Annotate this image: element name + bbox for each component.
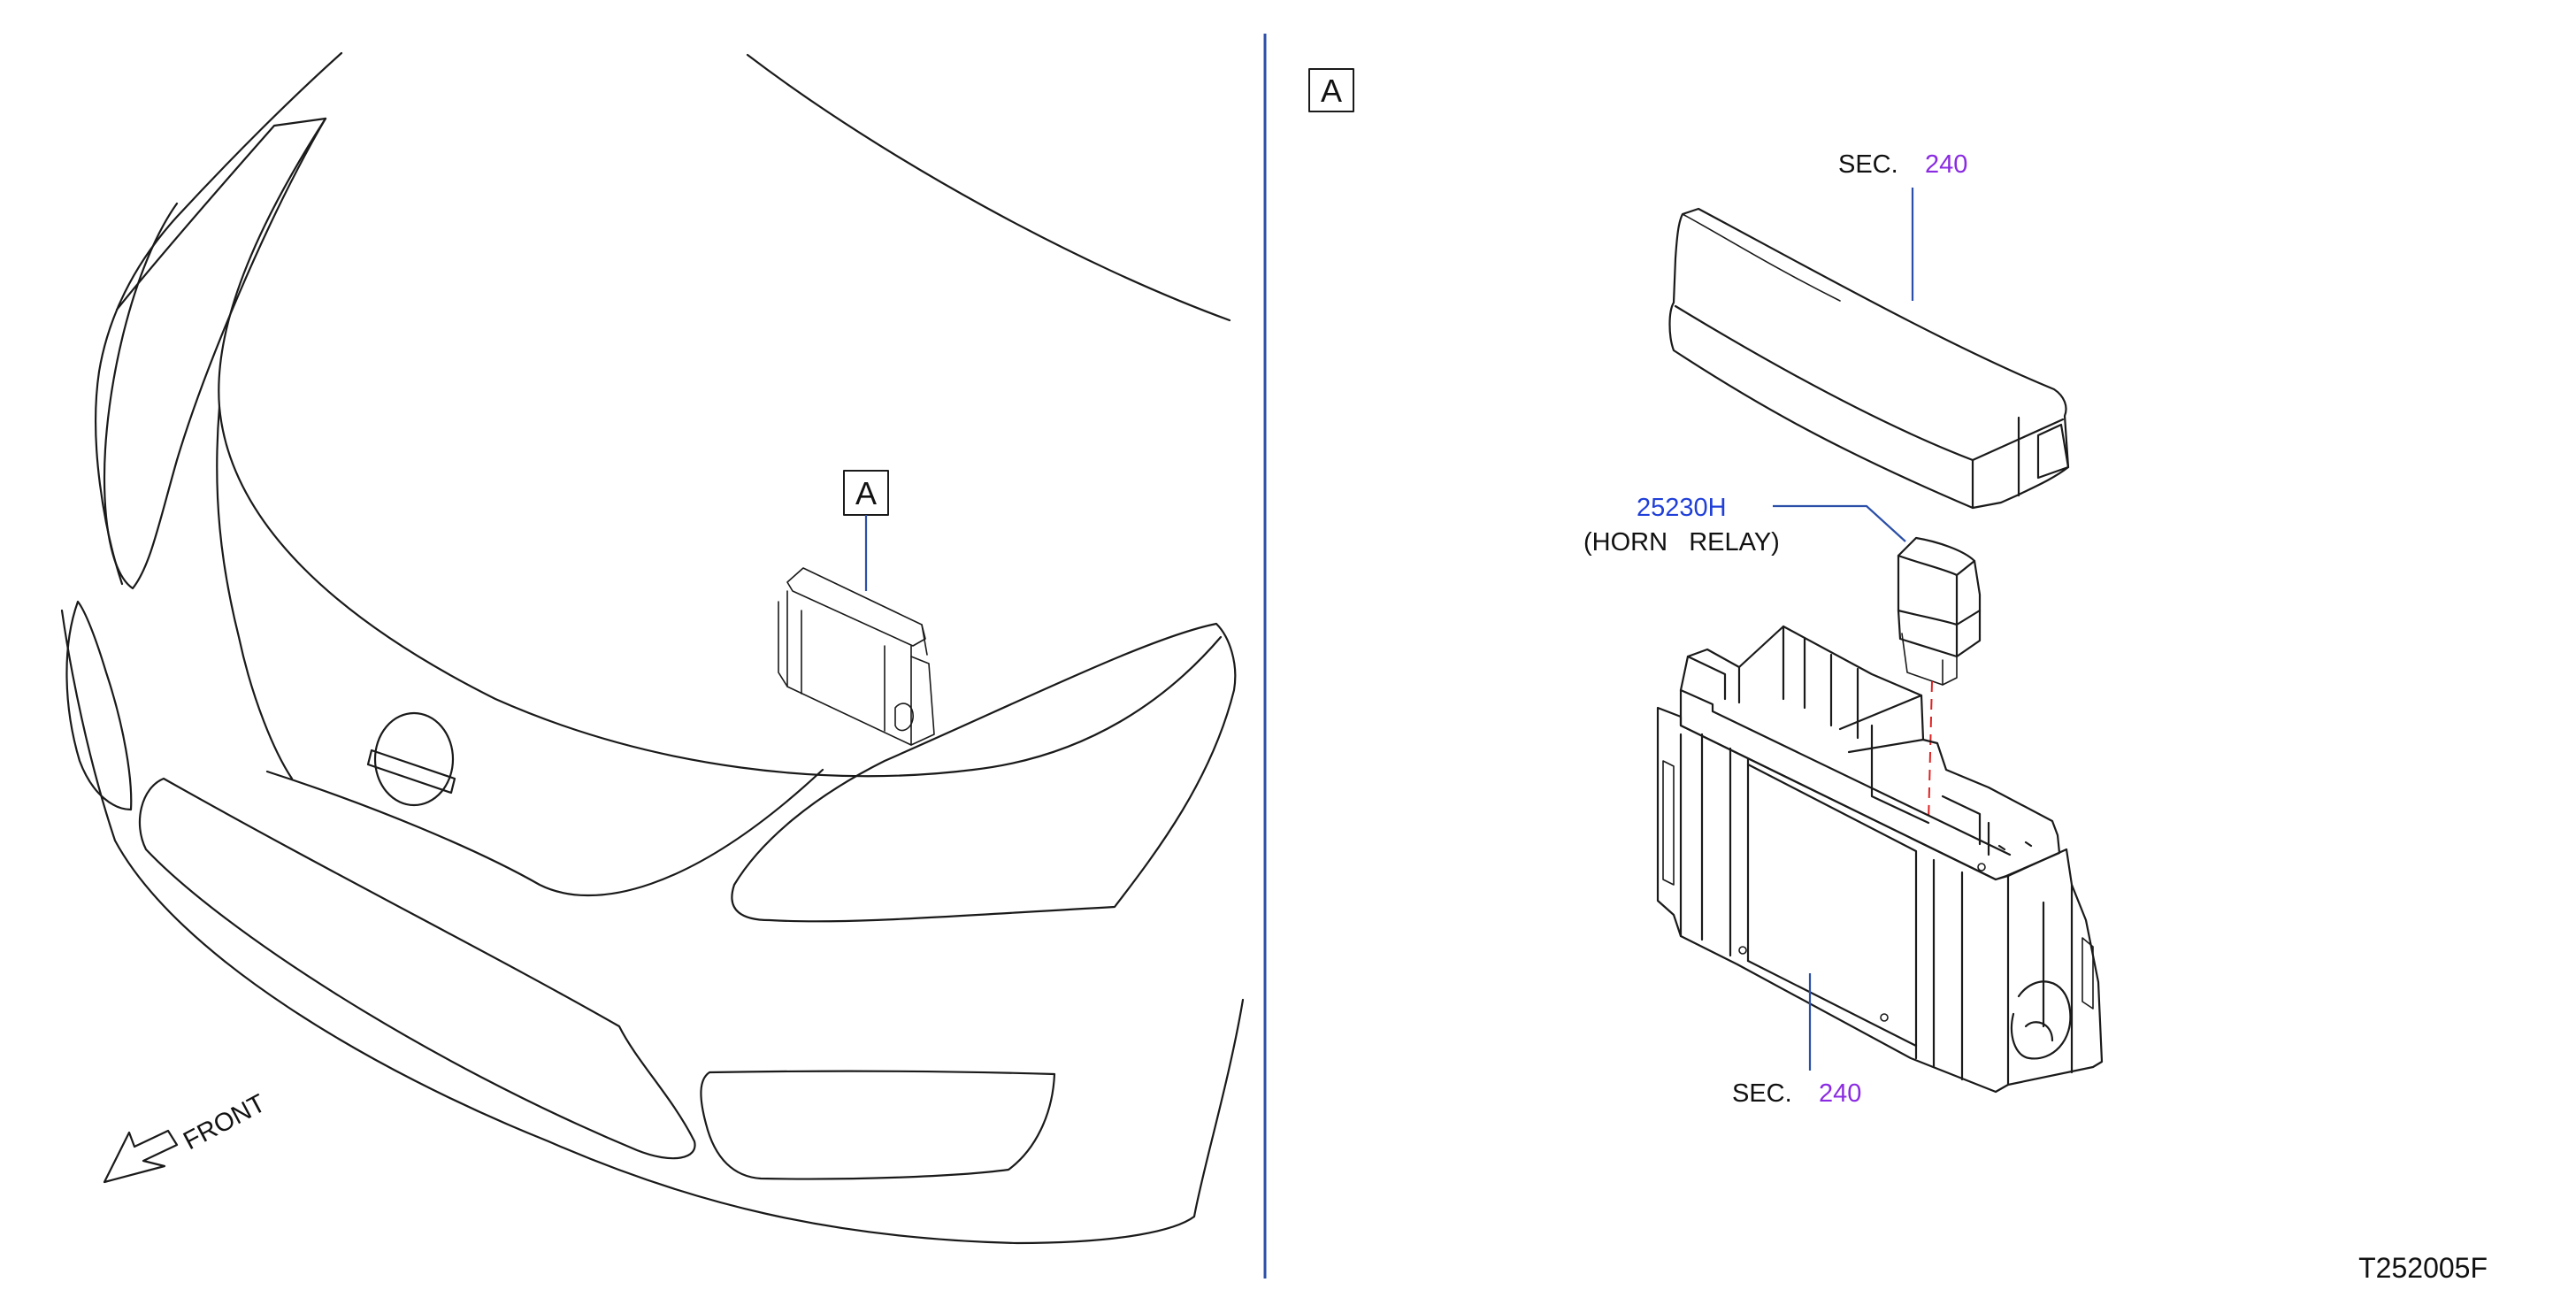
vehicle-front-view: A FRONT [60,51,1245,1245]
relay-box-on-vehicle [778,567,935,746]
right-fog-lamp [700,1070,1056,1180]
bumper-outline [60,609,1245,1245]
bumper-left-bulge [65,600,133,811]
part-name: (HORN RELAY) [1583,528,1780,557]
a-pillar-line [115,117,327,311]
horn-relay [1897,536,1982,686]
grille-upper-edge [265,768,824,897]
relay-box-cover [1668,207,2070,510]
detail-a-panel: A SEC. 240 25230H (HORN RELAY) [1308,68,2104,1108]
view-a-label: A [855,475,877,511]
view-a-callout: A [843,470,889,591]
emblem-icon [366,711,456,807]
front-arrow: FRONT [103,1089,271,1184]
left-fender-line [216,405,294,780]
relay-leader [1773,504,1906,542]
front-arrow-icon [103,1129,179,1184]
sec-bottom-number: 240 [1819,1079,1861,1108]
front-label: FRONT [179,1089,270,1156]
figure-id: T252005F [2358,1252,2488,1284]
part-number: 25230H [1637,494,1727,522]
hood-leading-edge [218,117,1223,778]
detail-a-label: A [1321,73,1342,109]
left-headlamp-outline [103,117,327,590]
fuse-relay-block [1656,625,2104,1094]
sec-top-number: 240 [1925,150,1967,179]
hood-top-edge [746,53,1231,322]
right-headlamp-outline [731,622,1237,923]
sec-top-prefix: SEC. [1838,150,1898,179]
windshield-edge [95,51,343,586]
lower-grille-opening [138,777,696,1160]
relay-alignment-line [1928,680,1933,824]
sec-bottom-prefix: SEC. [1732,1079,1792,1108]
